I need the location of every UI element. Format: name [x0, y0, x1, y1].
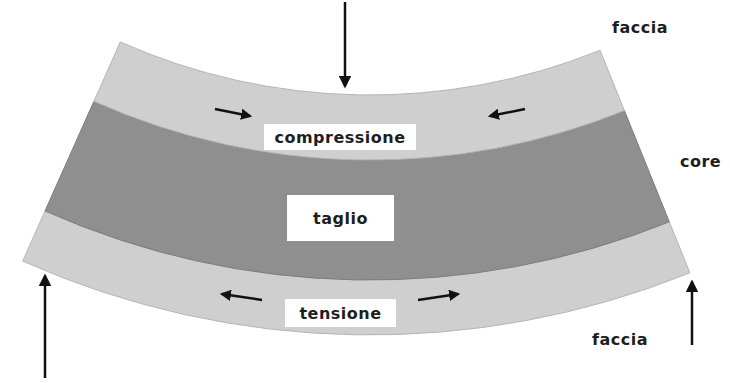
load-arrow	[344, 2, 347, 86]
part-label: faccia	[592, 330, 648, 349]
stress-label: taglio	[313, 209, 368, 228]
stress-arrow	[490, 109, 525, 116]
top-face	[94, 42, 625, 160]
label-box: tensione	[285, 299, 396, 327]
stress-label: compressione	[274, 128, 405, 147]
stress-arrow	[418, 294, 458, 300]
label-box: taglio	[287, 195, 394, 241]
support-arrow	[44, 276, 47, 378]
support-arrow	[691, 282, 694, 345]
part-label: core	[680, 152, 721, 171]
stress-label: tensione	[299, 304, 381, 323]
stress-arrow	[222, 294, 262, 300]
label-box: compressione	[264, 124, 416, 150]
part-label: faccia	[612, 18, 668, 37]
stress-arrow	[215, 109, 250, 116]
